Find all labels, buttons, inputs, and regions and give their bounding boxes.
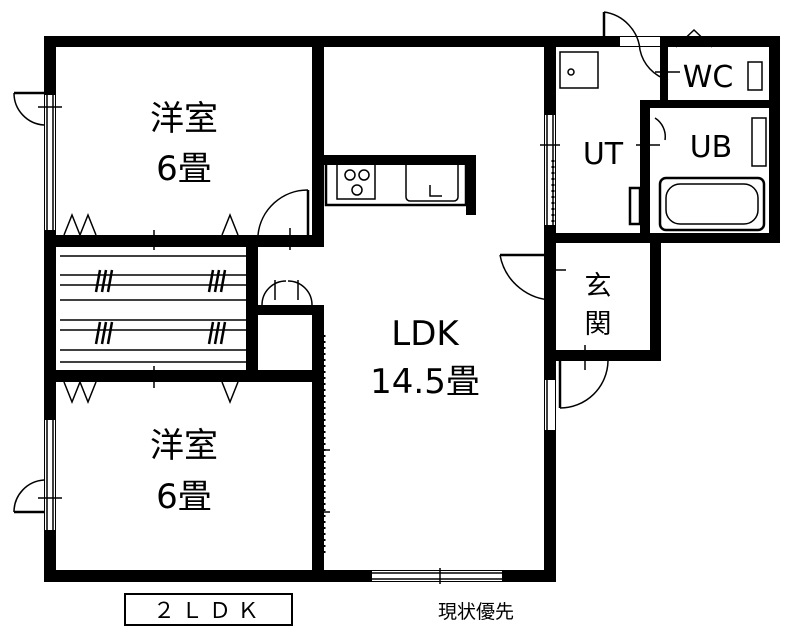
- room-size-western-top: 6畳: [156, 149, 212, 189]
- room-label-entrance-2: 関: [585, 309, 612, 340]
- closets: [60, 212, 246, 405]
- layout-type-box: ２ＬＤＫ: [124, 593, 293, 626]
- windows: [45, 37, 660, 584]
- condition-note: 現状優先: [438, 601, 514, 623]
- room-size-ldk: 14.5畳: [370, 362, 480, 402]
- room-label-ldk: LDK: [391, 314, 460, 354]
- room-label-ub: UB: [690, 130, 733, 165]
- room-labels: 洋室 6畳 洋室 6畳 LDK 14.5畳 WC UT UB 玄 関: [150, 60, 733, 517]
- dotted-partitions: [322, 160, 555, 555]
- kitchen-counter: [324, 155, 468, 207]
- room-label-western-top: 洋室: [150, 99, 218, 139]
- room-label-wc: WC: [683, 60, 734, 95]
- room-size-western-bottom: 6畳: [156, 477, 212, 517]
- layout-type-label: ２ＬＤＫ: [153, 599, 265, 624]
- bathroom-fixtures: [559, 28, 767, 232]
- room-label-entrance-1: 玄: [585, 271, 612, 302]
- doors: [13, 11, 680, 514]
- room-label-western-bottom: 洋室: [150, 426, 218, 466]
- interior-walls: [56, 47, 769, 570]
- room-label-ut: UT: [583, 137, 624, 172]
